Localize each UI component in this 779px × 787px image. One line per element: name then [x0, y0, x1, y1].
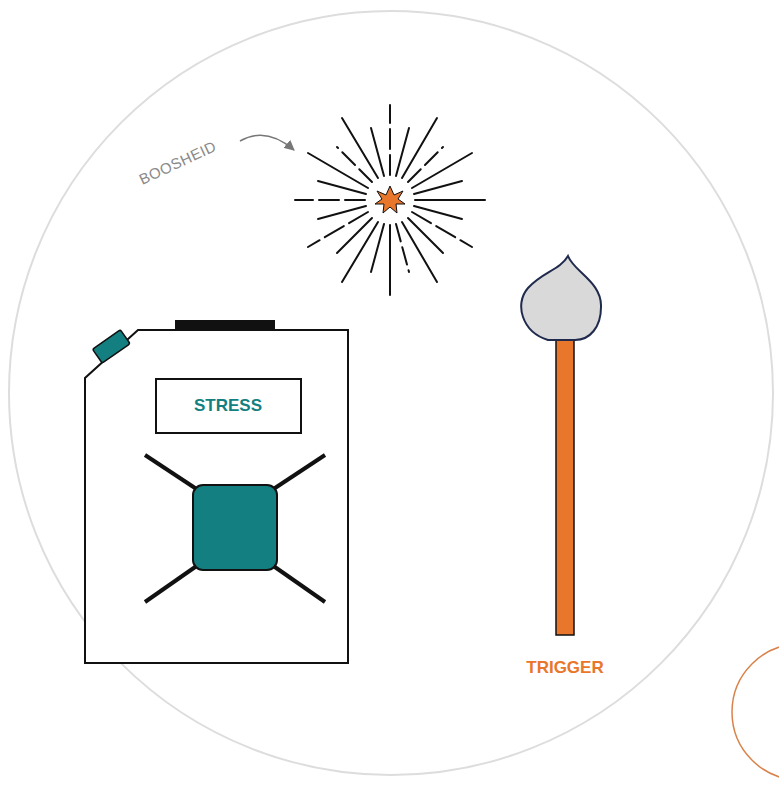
trigger-label: TRIGGER: [526, 658, 603, 678]
anger-burst: [295, 105, 485, 295]
pointer-arrow: [240, 135, 294, 150]
jerrycan: [85, 320, 348, 663]
box-label: STRESS: [194, 396, 262, 416]
spark: [375, 186, 405, 213]
match: [521, 256, 601, 635]
corner-circle: [732, 644, 779, 780]
frame-circle: [9, 11, 773, 775]
emotion-label: BOOSHEID: [137, 137, 220, 188]
label-box: STRESS: [155, 378, 302, 434]
